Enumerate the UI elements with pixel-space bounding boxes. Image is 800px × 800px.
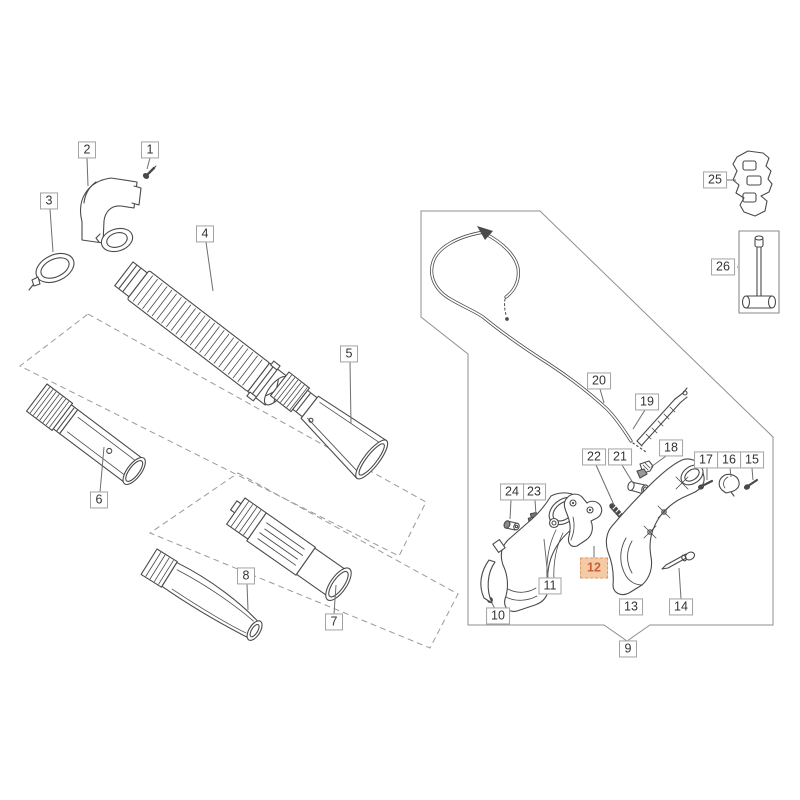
part-label-5-upper-tube[interactable]: 5	[340, 345, 358, 363]
leader-line-15	[752, 468, 753, 480]
part-6-lower-tube-drawing	[27, 384, 150, 489]
part-label-14-locking-lever[interactable]: 14	[669, 598, 693, 616]
part-17-screw-drawing	[698, 481, 712, 490]
part-label-10-screw[interactable]: 10	[486, 607, 510, 625]
leader-line-5	[350, 362, 351, 424]
leader-line-20	[600, 389, 604, 403]
part-12-throttle-trigger-drawing	[564, 494, 601, 546]
leader-line-8	[247, 584, 248, 610]
part-label-4-flexible-hose[interactable]: 4	[196, 225, 214, 243]
part-25-bracket-drawing	[733, 151, 772, 216]
leader-line-18	[651, 456, 666, 467]
leader-line-21	[622, 465, 633, 483]
part-2-elbow-fitting-drawing	[81, 178, 141, 255]
part-label-3-clamp[interactable]: 3	[40, 192, 58, 210]
part-8-flat-nozzle-drawing	[141, 549, 269, 644]
part-label-18-cable-clip[interactable]: 18	[659, 439, 683, 457]
leader-line-11	[544, 539, 548, 578]
part-16-trigger-lockout-drawing	[719, 474, 739, 496]
part-label-17-screw[interactable]: 17	[694, 451, 718, 469]
dashed-boundary-lower	[150, 473, 458, 648]
leader-line-7	[334, 585, 336, 614]
part-26-tool-box-drawing	[739, 231, 779, 313]
part-label-16-trigger-lockout[interactable]: 16	[717, 451, 741, 469]
leader-line-24	[510, 500, 511, 519]
part-label-19-cable-guide[interactable]: 19	[635, 393, 659, 411]
leader-line-22	[596, 465, 614, 505]
part-label-24-bushing[interactable]: 24	[500, 483, 524, 501]
part-label-25-bracket[interactable]: 25	[703, 171, 727, 189]
part-label-11-handle-housing-left[interactable]: 11	[538, 577, 562, 595]
leader-line-1	[147, 158, 150, 169]
part-13-handle-housing-right-drawing	[606, 459, 706, 595]
leader-line-4	[206, 242, 213, 291]
part-19-cable-guide-drawing	[637, 388, 687, 446]
part-15-screw-drawing	[744, 480, 757, 490]
part-label-12-throttle-trigger[interactable]: 12	[580, 557, 608, 579]
part-4-flexible-hose-drawing	[110, 256, 295, 412]
part-label-26-tool[interactable]: 26	[711, 258, 735, 276]
leader-line-19	[633, 410, 645, 429]
part-label-1-screw[interactable]: 1	[141, 141, 159, 159]
leader-line-14	[679, 568, 681, 599]
part-14-locking-lever-drawing	[662, 551, 696, 569]
part-label-8-flat-nozzle[interactable]: 8	[237, 567, 255, 585]
leader-line-16	[730, 468, 731, 477]
part-7-blower-tube-drawing	[220, 493, 356, 604]
part-label-7-blower-tube[interactable]: 7	[325, 613, 343, 631]
part-label-6-lower-tube[interactable]: 6	[90, 491, 108, 509]
leader-line-2	[87, 158, 88, 186]
leader-line-3	[50, 209, 53, 252]
part-label-15-screw[interactable]: 15	[740, 451, 764, 469]
part-18-cable-clip-drawing	[637, 461, 653, 478]
part-label-21-cable-fitting[interactable]: 21	[608, 448, 632, 466]
leader-line-23	[535, 500, 536, 515]
part-24-bushing-drawing	[503, 520, 520, 531]
part-1-screw-drawing	[142, 166, 156, 179]
part-5-upper-tube-drawing	[263, 367, 392, 483]
part-label-2-elbow-fitting[interactable]: 2	[78, 141, 96, 159]
part-label-22-screw[interactable]: 22	[582, 448, 606, 466]
leader-line-6	[100, 447, 104, 492]
part-20-throttle-cable-drawing	[432, 226, 646, 452]
part-label-13-handle-housing-right[interactable]: 13	[619, 598, 643, 616]
part-label-23-nut[interactable]: 23	[522, 483, 546, 501]
part-3-clamp-drawing	[29, 248, 79, 290]
part-label-9-handle-assembly[interactable]: 9	[619, 640, 637, 658]
part-label-20-throttle-cable[interactable]: 20	[587, 372, 611, 390]
